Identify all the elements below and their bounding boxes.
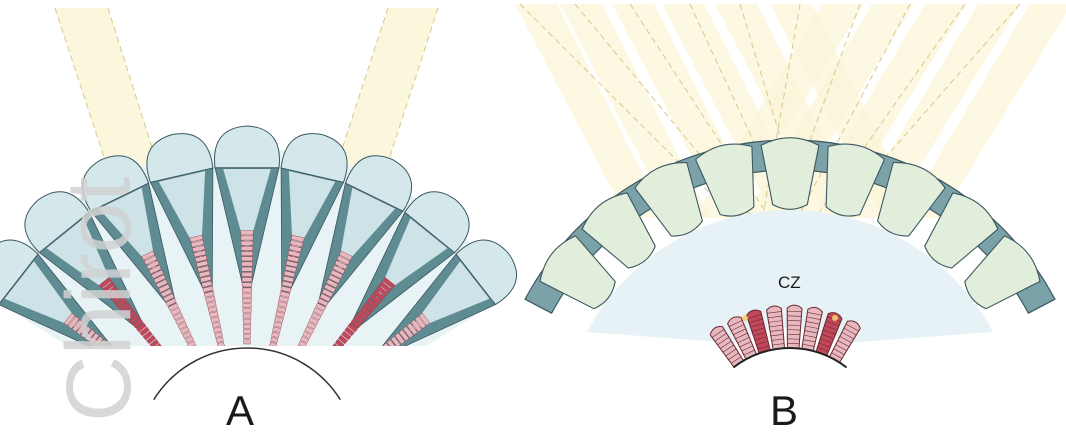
focal-point — [742, 315, 748, 321]
panel-label-b: B — [770, 390, 798, 432]
focal-point — [832, 315, 838, 321]
rhabdom-segment — [242, 283, 252, 287]
rhabdom-segment — [243, 319, 251, 323]
rhabdom — [787, 305, 802, 348]
rhabdom-segment — [241, 246, 253, 250]
watermark-text: Chirot — [52, 177, 150, 422]
rhabdom-segment — [243, 309, 251, 313]
rhabdom — [767, 306, 785, 350]
rhabdom-segment — [243, 304, 252, 308]
rhabdom-segment — [241, 236, 253, 240]
rhabdom-segment — [242, 278, 252, 282]
rhabdom-segment — [241, 231, 254, 235]
rhabdom-segment — [241, 252, 253, 256]
rhabdom-segment — [241, 241, 253, 245]
rhabdom-segment — [242, 267, 253, 271]
rhabdom-segment — [242, 262, 253, 266]
rhabdom-segment — [242, 293, 251, 297]
rhabdom-segment — [243, 324, 250, 328]
rhabdom-segment — [242, 288, 252, 292]
rhabdom-segment — [243, 330, 250, 334]
panel-label-a: A — [226, 390, 254, 432]
watermark: Chirot — [52, 90, 172, 430]
rhabdom-segment — [242, 272, 252, 276]
panel-b-superposition-eye — [515, 4, 1066, 368]
corneal-lens — [215, 126, 280, 168]
rhabdom-segment — [241, 257, 252, 261]
rhabdom-body — [767, 306, 785, 350]
clear-zone-label: CZ — [778, 273, 801, 293]
rhabdom-segment — [244, 340, 251, 344]
rhabdom-segment — [243, 314, 251, 318]
rhabdom-segment — [243, 298, 252, 302]
rhabdom-segment — [244, 335, 251, 339]
